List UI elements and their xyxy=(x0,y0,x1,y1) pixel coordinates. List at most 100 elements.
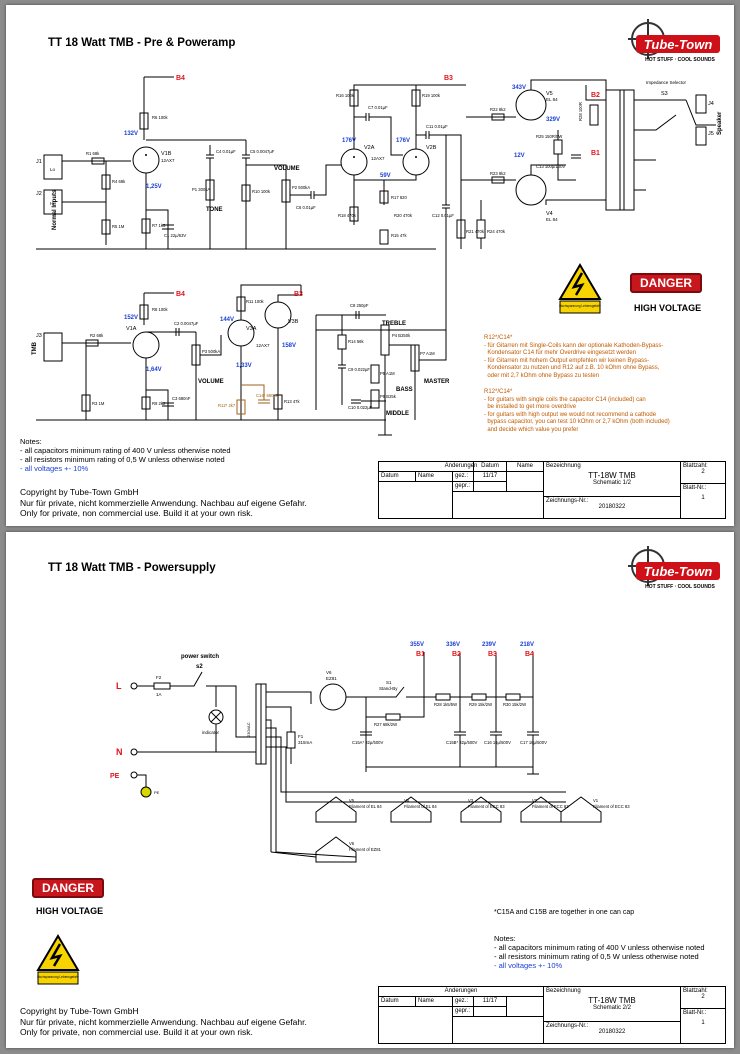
label-speaker: Speaker xyxy=(717,111,723,135)
notes-heading: Notes: xyxy=(494,934,516,943)
tb-blattzahl-value: 2 xyxy=(701,469,705,475)
label-v2a: V2A xyxy=(364,145,375,151)
note-voltages: - all voltages +- 10% xyxy=(20,464,89,473)
label-12ax7-b: 12AX7 xyxy=(256,343,270,348)
rail-b3-b: B3 xyxy=(294,291,303,298)
comp-c1: C1 22µ/63V xyxy=(164,233,186,238)
comp-r24: R24 470k xyxy=(487,229,506,234)
comp-c2: C2 0.0047µF xyxy=(174,321,199,326)
filament-v4-desc: Filament of EL 84 xyxy=(404,804,437,809)
tb-bezeichnung-value: TT-18W TMB xyxy=(588,471,636,480)
rail-b2: B2 xyxy=(452,651,461,658)
filament-v6-desc: Filament of EZ81 xyxy=(349,847,382,852)
label-volume-2: VOLUME xyxy=(198,379,224,385)
comp-c12: C12 0.01µF xyxy=(432,213,454,218)
label-ez81: EZ81 xyxy=(326,676,337,681)
comp-r28: R28 100R xyxy=(578,102,583,121)
filament-v3-desc: Filament of ECC 83 xyxy=(468,804,505,809)
comp-r15: R15 47k xyxy=(391,233,408,238)
label-el84-b: EL 84 xyxy=(546,217,558,222)
label-v1b: V1B xyxy=(161,151,172,157)
note-line: - all capacitors minimum rating of 400 V… xyxy=(494,943,705,952)
comp-r23: R23 8k2 xyxy=(490,171,506,176)
comp-r18: R18 470k xyxy=(338,213,357,218)
label-f2: F2 xyxy=(156,675,162,680)
label-230vac: 230VAC xyxy=(246,722,251,737)
label-impedance-selector: Impedance Selector xyxy=(646,80,687,85)
label-standby: Stand-By xyxy=(379,686,398,691)
tb-blattnr: Blatt-Nr.: 1 xyxy=(680,483,726,519)
filament-v5-desc: Filament of EL 84 xyxy=(349,804,382,809)
comp-p4: P4 B250k xyxy=(392,333,411,338)
comp-r8: R8 100k xyxy=(152,307,169,312)
logo-tagline: HOT STUFF · COOL SOUNDS xyxy=(645,584,715,590)
note-voltages: - all voltages +- 10% xyxy=(494,961,563,970)
note-english: R12*/C14* - for guitars with single coil… xyxy=(484,389,670,433)
tb-datum-head: Datum xyxy=(473,461,507,472)
powersupply-schematic: power switch s2 L N PE indicator S1 Stan… xyxy=(110,642,630,863)
comp-c4: C4 0.01µF xyxy=(216,149,236,154)
copyright-line: Nur für private, nicht kommerzielle Anwe… xyxy=(20,497,307,508)
volt-176v-a: 176V xyxy=(342,138,356,144)
comp-r2: R2 68k xyxy=(90,333,104,338)
label-v3b: V3B xyxy=(288,319,299,325)
label-v3a: V3A xyxy=(246,326,257,332)
comp-c14: C14* 680nF xyxy=(256,393,279,398)
rail-218v: 218V xyxy=(520,642,534,648)
schematic-sheet-2: TT 18 Watt TMB - Powersupply Tube-Town H… xyxy=(6,532,734,1048)
tb-bezeichnung-sub: Schematic 1/2 xyxy=(592,480,632,486)
comp-p7: P7 A1M xyxy=(420,351,435,356)
note-line: - all resistors minimum rating of 0,5 W … xyxy=(494,952,699,961)
label-tone: TONE xyxy=(206,207,223,213)
volt-59v: 59V xyxy=(380,173,391,179)
volt-1-33v: 1,33V xyxy=(236,363,252,369)
copyright-block: Copyright by Tube-Town GmbH Nur für priv… xyxy=(20,487,307,519)
label-f1: F1 xyxy=(298,734,304,739)
tb-zeichnung: Zeichnungs-Nr.: 20180322 xyxy=(543,1021,681,1044)
volt-144v: 144V xyxy=(220,317,234,323)
comp-c15b: C15B* 32µ/500V xyxy=(446,740,477,745)
filament-v2-tube: V2 xyxy=(532,798,538,803)
danger-label: DANGER xyxy=(32,878,104,898)
label-j4: J4 xyxy=(708,101,714,107)
warn-sign-text: Hochspannung Lebensgefahr xyxy=(37,975,80,979)
warning-triangle-icon xyxy=(36,934,80,971)
filament-v1-desc: Filament of ECC 83 xyxy=(593,804,630,809)
filament-v2-desc: Filament of ECC 83 xyxy=(532,804,569,809)
notes-heading: Notes: xyxy=(20,437,42,446)
schematic-sheet-1: TT 18 Watt TMB - Pre & Poweramp Tube-Tow… xyxy=(6,5,734,526)
high-voltage-warning-sign: Hochspannung Lebensgefahr xyxy=(558,263,602,315)
sheet-title: TT 18 Watt TMB - Powersupply xyxy=(48,562,216,574)
comp-c8: C8 250pF xyxy=(350,303,369,308)
filament-v5-tube: V5 xyxy=(349,798,355,803)
volt-132v: 132V xyxy=(124,131,138,137)
comp-r14: R14 56k xyxy=(348,339,365,344)
comp-r17: R17 820 xyxy=(391,195,408,200)
comp-r19: R19 100k xyxy=(422,93,441,98)
logo-tagline: HOT STUFF · COOL SOUNDS xyxy=(645,57,715,63)
volt-176v-b: 176V xyxy=(396,138,410,144)
label-bass: BASS xyxy=(396,387,413,393)
label-middle: MIDDLE xyxy=(386,411,409,417)
label-v6: V6 xyxy=(326,670,332,675)
tb-bezeichnung: Bezeichnung TT-18W TMB Schematic 2/2 xyxy=(543,986,681,1022)
rail-239v: 239V xyxy=(482,642,496,648)
copyright-line: Nur für private, nicht kommerzielle Anwe… xyxy=(20,1016,307,1027)
copyright-line: Only for private, non commercial use. Bu… xyxy=(20,508,253,518)
filament-v3-tube: V3 xyxy=(468,798,474,803)
copyright-block: Copyright by Tube-Town GmbH Nur für priv… xyxy=(20,1006,307,1038)
comp-p3: P3 500kA xyxy=(202,349,220,354)
notes-block: Notes: - all capacitors minimum rating o… xyxy=(494,934,705,970)
comp-r27: R27 68k/2W xyxy=(374,722,397,727)
tb-empty2 xyxy=(452,491,544,519)
comp-p2: P2 500kA xyxy=(292,185,310,190)
comp-c16: C16 16µ/500V xyxy=(484,740,511,745)
tb-blattzahl: Blattzahl: 2 xyxy=(680,461,726,484)
volt-12v: 12V xyxy=(514,153,525,159)
comp-r20: R20 470k xyxy=(394,213,413,218)
tube-town-logo: Tube-Town HOT STUFF · COOL SOUNDS xyxy=(618,19,722,65)
label-j1: J1 xyxy=(36,159,42,165)
notes-block: Notes: - all capacitors minimum rating o… xyxy=(20,437,231,473)
filament-v1-tube: V1 xyxy=(593,798,599,803)
rail-b4-a: B4 xyxy=(176,75,185,82)
